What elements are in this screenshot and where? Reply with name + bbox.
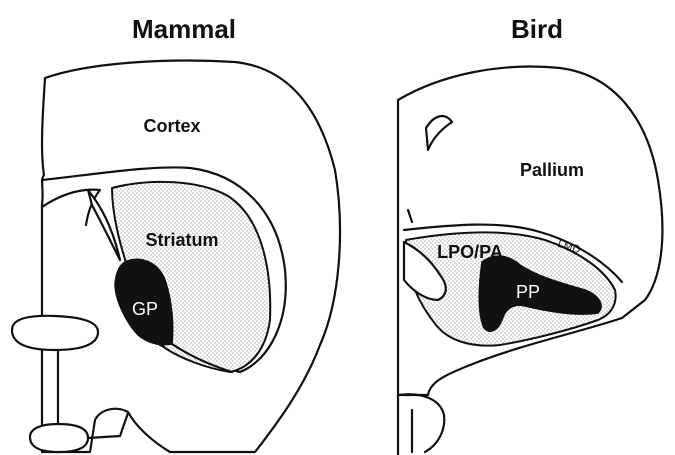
label-pallium: Pallium — [520, 160, 584, 180]
label-cortex: Cortex — [143, 116, 200, 136]
label-pp: PP — [516, 282, 540, 302]
bird-title: Bird — [511, 14, 563, 44]
label-gp: GP — [132, 299, 158, 319]
label-lpo-pa: LPO/PA — [437, 242, 503, 262]
label-striatum: Striatum — [145, 230, 218, 250]
mammal-panel: Mammal Cortex Striatum GP — [12, 14, 340, 452]
bird-lower-lobe — [398, 394, 444, 452]
bird-panel: Bird Pallium LPO/PA LMD PP — [398, 14, 662, 455]
mammal-title: Mammal — [132, 14, 236, 44]
mammal-pituitary-lower — [30, 424, 88, 452]
mammal-optic-chiasm-upper — [12, 316, 98, 350]
